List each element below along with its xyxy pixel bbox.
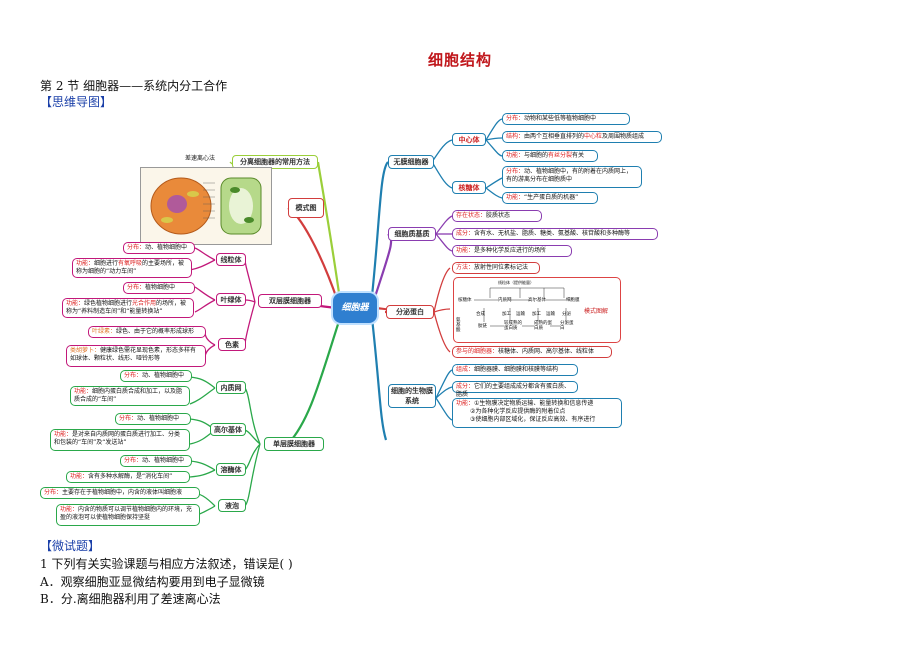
diagram-er: 内质网 (498, 298, 512, 303)
diagram-a3: 运输 (516, 312, 525, 317)
centro-function: 功能：与细胞的有丝分裂有关 (502, 150, 598, 162)
pigment-carotenoid: 类胡萝卜：健康绿色需花显现色素，形态多样有如球体、颗粒状、线形、哑铃形等 (66, 345, 206, 367)
node-vacuole: 液泡 (218, 499, 246, 512)
node-er: 内质网 (216, 381, 246, 394)
vac-function: 功能：内含的物质可以调节植物细胞内的环境，充盈的液泡可以使植物细胞保持坚挺 (56, 504, 200, 526)
bm-function: 功能：①生物膜决定物质运输、能量转换和信息传递 ②为各种化学反应提供酶的附着位点… (452, 398, 622, 428)
golgi-distribution: 分布：动、植物细胞中 (115, 413, 191, 425)
lyso-function: 功能：含有多种水解酶，是“消化车间” (66, 471, 190, 483)
node-secretory-protein: 分泌蛋白 (386, 305, 434, 319)
node-separation: 分离细胞器的常用方法 (232, 155, 318, 169)
node-double-membrane: 双层膜细胞器 (258, 294, 322, 308)
mito-function: 功能：细胞进行有氧呼吸的主要场所，被称为细胞的“动力车间” (72, 258, 192, 278)
diagram-label: 模式图解 (584, 308, 609, 315)
cell-model-image (140, 167, 272, 245)
bm-ingredients: 成分：它们的主要组成成分都含有蛋白质、脂质 (452, 381, 578, 398)
option-b: B．分.离细胞器利用了差速离心法 (40, 592, 221, 606)
page-title: 细胞结构 (427, 51, 492, 69)
secretory-method: 方法：放射性同位素标记法 (452, 262, 540, 274)
cyto-function: 功能：是多种化学反应进行的场所 (452, 245, 572, 257)
node-cytosol: 细胞质基质 (388, 227, 436, 241)
er-function: 功能：细胞内蛋白质合成和加工，以及脂质合成的“车间” (70, 386, 190, 406)
exercise-heading: 【微试题】 (40, 539, 101, 553)
diagram-golgi: 高尔基体 (528, 298, 546, 303)
cyto-state: 存在状态：胶质状态 (452, 210, 542, 222)
diagram-a6: 分泌 (562, 312, 571, 317)
er-distribution: 分布：动、植物细胞中 (120, 370, 192, 382)
option-a: A．观察细胞亚显微结构要用到电子显微镜 (40, 575, 265, 589)
mindmap-heading: 【思维导图】 (40, 95, 113, 109)
node-single-membrane: 单层膜细胞器 (264, 437, 324, 451)
node-mitochondria: 线粒体 (216, 253, 246, 266)
node-chloroplast: 叶绿体 (216, 293, 246, 306)
diagram-side: 氨基酸 (456, 318, 461, 333)
cyto-components: 成分：含有水、无机盐、脂质、糖类、氨基酸、核苷酸和多种酶等 (452, 228, 658, 240)
diagram-a2: 加工 (502, 312, 511, 317)
diagram-top: 线粒体（提供能量） (498, 280, 534, 285)
vac-distribution: 分布：主要存在于植物细胞中，内含的液体叫细胞液 (40, 487, 200, 499)
pigment-chlorophyll: 叶绿素：绿色、由于它的概率形成球形 (88, 326, 206, 338)
diagram-membrane: 细胞膜 (566, 298, 580, 303)
diagram-b1: 肽链 (478, 324, 487, 329)
mito-distribution: 分布：动、植物细胞中 (123, 242, 195, 254)
secretion-pathway-diagram: 线粒体（提供能量） 核糖体 内质网 高尔基体 细胞膜 合成 加工 运输 加工 运… (453, 277, 621, 343)
chloro-distribution: 分布：植物细胞中 (123, 282, 195, 294)
node-golgi: 高尔基体 (210, 423, 246, 436)
diagram-a1: 合成 (476, 312, 485, 317)
center-node: 细胞器 (333, 293, 377, 323)
node-model: 模式图 (288, 198, 324, 218)
pathway-arrows (474, 287, 567, 327)
diagram-b2: 较成熟的蛋白质 (504, 321, 522, 331)
centro-structure: 结构：由两个互相垂直排列的中心粒及周围物质组成 (502, 131, 662, 143)
chloro-function: 功能：绿色植物细胞进行光合作用的场所，被称为“养料制造车间”和“能量转换站” (62, 298, 194, 318)
node-non-membrane: 无膜细胞器 (388, 155, 434, 169)
node-pigment: 色素 (218, 338, 246, 351)
centro-distribution: 分布：动物和某些低等植物细胞中 (502, 113, 630, 125)
ribo-distribution: 分布：动、植物细胞中，有的附着在内质网上，有的游离分布在细胞质中 (502, 166, 642, 188)
question-1: 1 下列有关实验课题与相应方法叙述，错误是( ) (40, 557, 293, 571)
diagram-b4: 分泌蛋白 (560, 321, 574, 331)
diagram-b3: 成熟的蛋白质 (534, 321, 552, 331)
node-centrosome: 中心体 (452, 133, 486, 146)
separation-method: 差速离心法 (185, 155, 216, 162)
ribo-function: 功能：“生产蛋白质的机器” (502, 192, 598, 204)
node-biomembrane: 细胞的生物膜系统 (388, 384, 436, 408)
lyso-distribution: 分布：动、植物细胞中 (120, 455, 192, 467)
node-lysosome: 溶酶体 (216, 463, 246, 476)
section-heading: 第 2 节 细胞器——系统内分工合作 (40, 79, 228, 93)
diagram-a5: 运输 (546, 312, 555, 317)
bm-composition: 组成：细胞器膜、细胞膜和核膜等结构 (452, 364, 578, 376)
secretory-organelles: 参与的细胞器：核糖体、内质网、高尔基体、线粒体 (452, 346, 612, 358)
golgi-function: 功能：是对来自内质网的蛋白质进行加工、分类和包装的“车间”及“发送站” (50, 429, 190, 451)
cell-model-illustration (150, 177, 262, 235)
node-ribosome: 核糖体 (452, 181, 486, 194)
diagram-ribosome: 核糖体 (458, 298, 472, 303)
diagram-a4: 加工 (532, 312, 541, 317)
